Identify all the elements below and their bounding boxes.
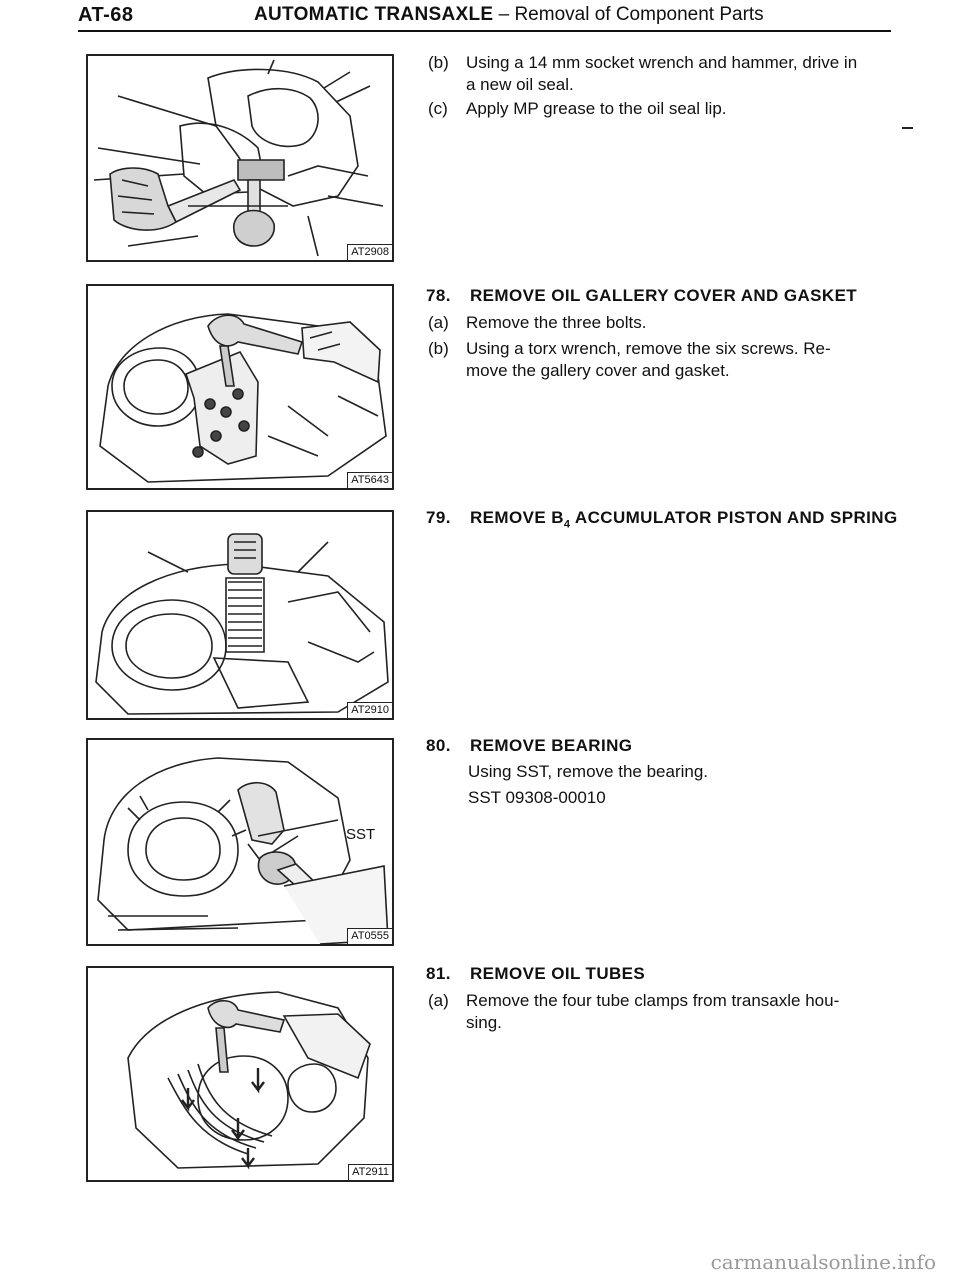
- step-78-sub-b: (b) Using a torx wrench, remove the six …: [428, 338, 908, 382]
- step-title: REMOVE OIL TUBES: [470, 964, 646, 983]
- figure-oil-tubes: AT2911: [86, 966, 394, 1182]
- sst-callout: SST: [346, 826, 376, 843]
- step-title-rest: ACCUMULATOR PISTON AND SPRING: [570, 508, 898, 527]
- sub-text-line: Remove the four tube clamps from transax…: [466, 991, 840, 1010]
- step-title: REMOVE OIL GALLERY COVER AND GASKET: [470, 286, 858, 305]
- sub-text-line: move the gallery cover and gasket.: [466, 361, 730, 380]
- figure-oil-tubes-drawing: [127, 991, 371, 1170]
- figure-drive-oil-seal-drawing: [93, 59, 384, 257]
- step-title-subscript: 4: [563, 518, 571, 531]
- sub-label: (c): [428, 99, 448, 118]
- sub-label: (a): [428, 991, 449, 1010]
- sub-text-line: sing.: [466, 1013, 502, 1032]
- figure-code: AT0555: [347, 928, 392, 944]
- sub-label: (b): [428, 53, 449, 72]
- sub-label: (a): [428, 313, 449, 332]
- figure-accumulator-piston-drawing: [95, 533, 389, 715]
- step-number: 78.: [426, 286, 451, 305]
- figure-accumulator-piston: AT2910: [86, 510, 394, 720]
- page-number: AT-68: [78, 4, 134, 26]
- sub-label: (b): [428, 339, 449, 358]
- header-title-separator: –: [493, 4, 515, 25]
- step-title: REMOVE BEARING: [470, 736, 633, 755]
- figure-remove-bearing: SST AT0555: [86, 738, 394, 946]
- sub-text-line: Using a torx wrench, remove the six scre…: [466, 339, 831, 358]
- header-rule: [78, 30, 891, 32]
- footer-watermark-url: carmanualsonline.info: [710, 1250, 936, 1274]
- step-80-instruction: Using SST, remove the bearing.: [468, 762, 709, 781]
- sub-text-line: Apply MP grease to the oil seal lip.: [466, 99, 727, 118]
- figure-code: AT2908: [347, 244, 392, 260]
- header-title-main: AUTOMATIC TRANSAXLE: [254, 4, 494, 25]
- figure-code: AT2910: [347, 702, 392, 718]
- step-78-heading: 78. REMOVE OIL GALLERY COVER AND GASKET: [426, 286, 857, 306]
- figure-gallery-cover-drawing: [99, 313, 387, 483]
- step-title: REMOVE B: [470, 508, 564, 527]
- step-81-heading: 81. REMOVE OIL TUBES: [426, 964, 645, 984]
- step-79-heading: 79. REMOVE B4 ACCUMULATOR PISTON AND SPRI…: [426, 508, 898, 530]
- figure-code: AT2911: [348, 1164, 392, 1180]
- step-80-heading: 80. REMOVE BEARING: [426, 736, 632, 756]
- step-number: 81.: [426, 964, 451, 983]
- figure-gallery-cover: AT5643: [86, 284, 394, 490]
- step-80-sst-number: SST 09308-00010: [468, 788, 606, 807]
- intro-sub-c: (c) Apply MP grease to the oil seal lip.: [428, 98, 908, 120]
- step-number: 80.: [426, 736, 451, 755]
- sub-text-line: Remove the three bolts.: [466, 313, 647, 332]
- figure-remove-bearing-drawing: [97, 757, 389, 944]
- step-number: 79.: [426, 508, 451, 527]
- sub-text-line: Using a 14 mm socket wrench and hammer, …: [466, 53, 858, 72]
- header-title: AUTOMATIC TRANSAXLE – Removal of Compone…: [254, 4, 764, 26]
- page-header: AT-68 AUTOMATIC TRANSAXLE – Removal of C…: [0, 0, 960, 36]
- step-81-sub-a: (a) Remove the four tube clamps from tra…: [428, 990, 908, 1034]
- margin-dash: [902, 127, 913, 129]
- header-title-sub: Removal of Component Parts: [514, 4, 764, 25]
- intro-sub-b: (b) Using a 14 mm socket wrench and hamm…: [428, 52, 908, 96]
- figure-drive-oil-seal: AT2908: [86, 54, 394, 262]
- sub-text-line: a new oil seal.: [466, 75, 574, 94]
- figure-code: AT5643: [347, 472, 392, 488]
- step-78-sub-a: (a) Remove the three bolts.: [428, 312, 908, 334]
